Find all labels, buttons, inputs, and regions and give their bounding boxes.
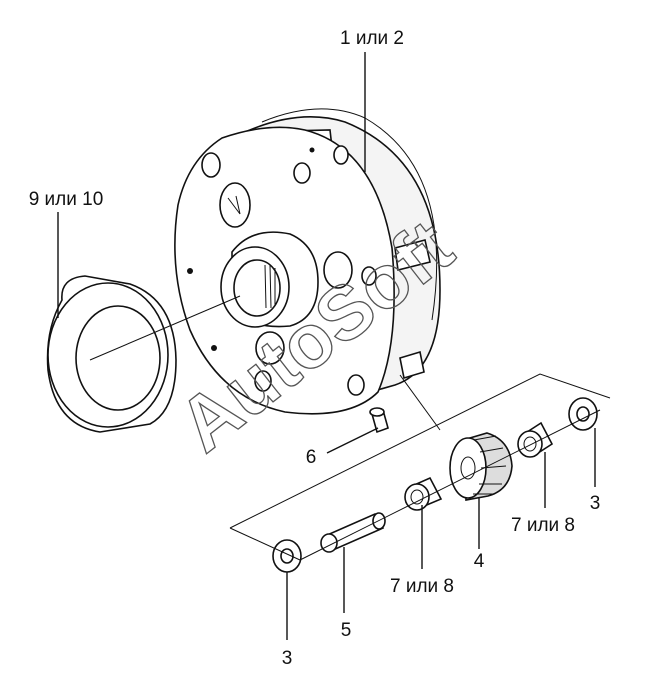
bushing-left	[404, 476, 443, 511]
washer-left	[272, 539, 302, 573]
label-shim: 9 или 10	[29, 189, 104, 210]
gear	[449, 432, 513, 501]
label-bushing-right: 7 или 8	[511, 515, 575, 536]
label-bushing-left: 7 или 8	[390, 576, 454, 597]
assembly-centerline	[89, 295, 611, 561]
leader-lines	[57, 52, 596, 640]
part-labels: 1 или 2 9 или 10 6 3 7 или 8 4 7 или 8 5…	[29, 28, 601, 669]
label-gear: 4	[474, 551, 485, 572]
label-housing: 1 или 2	[340, 28, 404, 49]
bushing-right	[517, 421, 554, 458]
shim-ring	[46, 275, 177, 433]
axle	[320, 512, 386, 553]
label-axle: 5	[341, 620, 352, 641]
pump-housing	[174, 108, 441, 415]
label-washer-right: 3	[590, 493, 601, 514]
label-washer-left: 3	[282, 648, 293, 669]
plug	[369, 407, 389, 434]
label-plug: 6	[306, 447, 317, 468]
